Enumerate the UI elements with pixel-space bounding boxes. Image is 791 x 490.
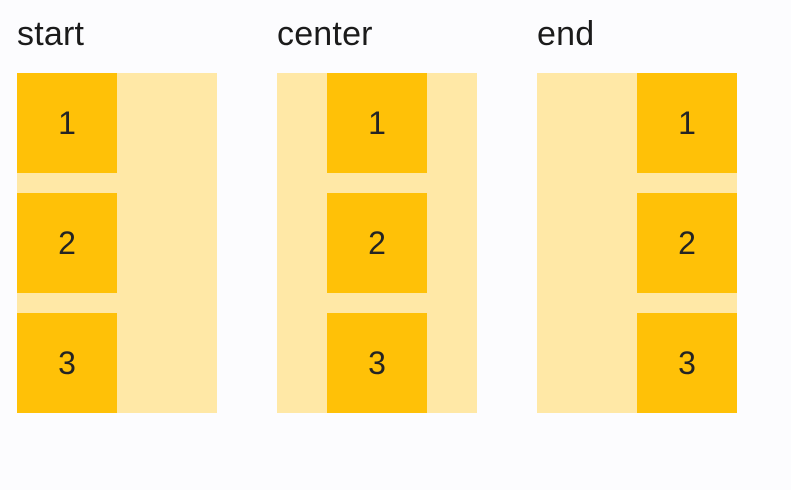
- demo-box: 3: [637, 313, 737, 413]
- panel-end: end 1 2 3: [537, 10, 737, 413]
- flex-container-end: 1 2 3: [537, 73, 737, 413]
- panel-label-center: center: [277, 15, 373, 53]
- demo-box: 3: [17, 313, 117, 413]
- demo-box: 1: [637, 73, 737, 173]
- demo-box: 1: [17, 73, 117, 173]
- panel-start: start 1 2 3: [17, 10, 217, 413]
- demo-box: 1: [327, 73, 427, 173]
- panel-label-start: start: [17, 15, 85, 53]
- demo-box: 2: [327, 193, 427, 293]
- demo-box: 3: [327, 313, 427, 413]
- demo-box: 2: [637, 193, 737, 293]
- panel-center: center 1 2 3: [277, 10, 477, 413]
- panel-label-end: end: [537, 15, 595, 53]
- flex-container-center: 1 2 3: [277, 73, 477, 413]
- alignment-demo: start 1 2 3 center 1 2 3 end 1 2 3: [17, 10, 737, 413]
- demo-box: 2: [17, 193, 117, 293]
- flex-container-start: 1 2 3: [17, 73, 217, 413]
